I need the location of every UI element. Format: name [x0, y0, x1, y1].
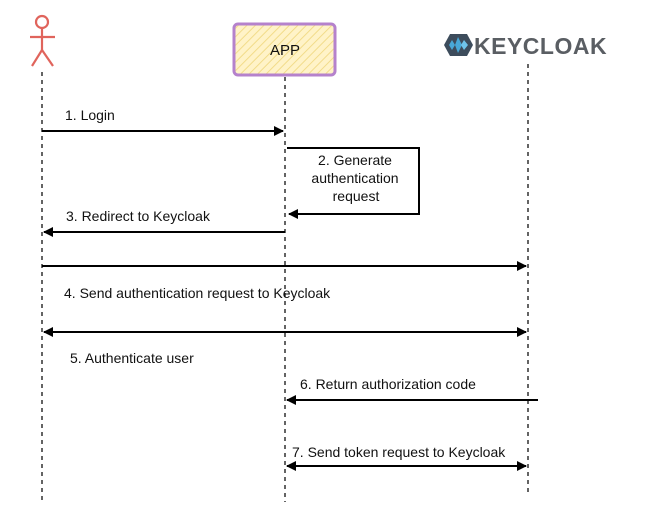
generate-auth-request-arrow: [287, 147, 420, 219]
redirect-label: 3. Redirect to Keycloak: [66, 208, 211, 224]
app-participant-box: [232, 22, 337, 77]
login-label: 1. Login: [65, 107, 115, 123]
generate-auth-request-label-line3: request: [333, 188, 380, 204]
app-participant: APP: [232, 22, 337, 77]
keycloak-participant-label: KEYCLOAK: [474, 33, 607, 59]
return-auth-code-label: 6. Return authorization code: [300, 376, 476, 392]
authenticate-user-label: 5. Authenticate user: [70, 350, 194, 366]
generate-auth-request-label-line2: authentication: [311, 170, 398, 186]
send-auth-request-label: 4. Send authentication request to Keyclo…: [64, 285, 331, 301]
app-participant-label: APP: [270, 42, 300, 59]
user-actor-icon: [30, 14, 55, 67]
keycloak-logo-icon: [444, 34, 473, 56]
send-token-request-label: 7. Send token request to Keycloak: [292, 444, 506, 460]
generate-auth-request-label-line1: 2. Generate: [318, 152, 392, 168]
keycloak-logo: KEYCLOAK: [444, 33, 607, 59]
